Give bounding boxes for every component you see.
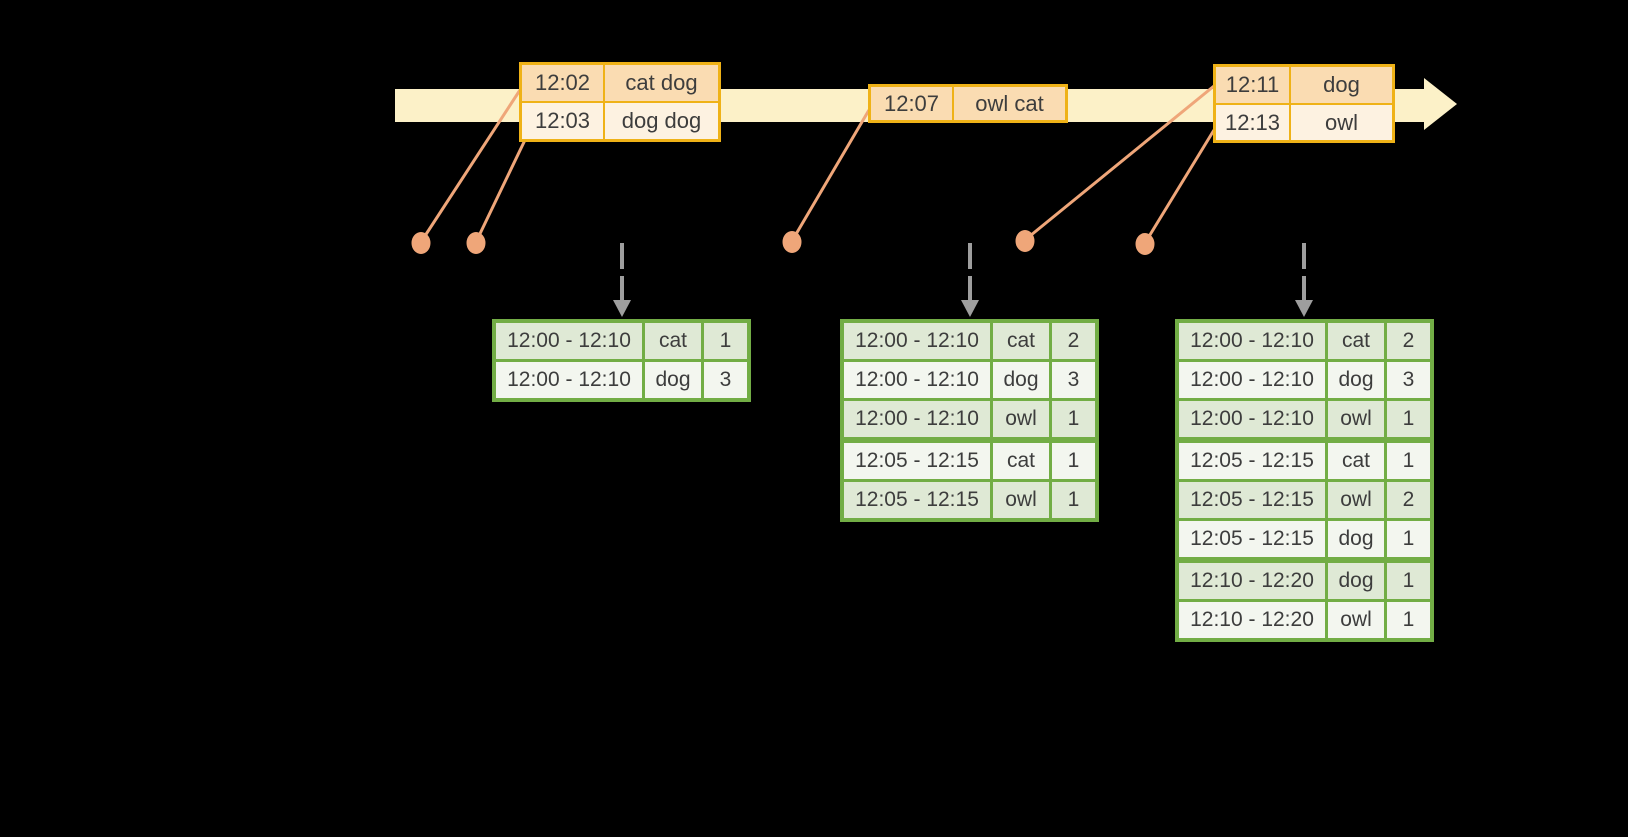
event-table-2: 12:07 owl cat: [868, 84, 1068, 123]
event-words-cell: owl: [1291, 105, 1392, 140]
window-cell: 12:00 - 12:10: [844, 401, 990, 437]
event-dot-4: [1015, 230, 1035, 252]
word-cell: owl: [993, 482, 1049, 518]
event-words-cell: cat dog: [605, 65, 718, 101]
result-row: 12:05 - 12:15 cat 1: [844, 443, 1095, 479]
event-row: 12:02 cat dog: [522, 65, 718, 101]
window-cell: 12:05 - 12:15: [1179, 521, 1325, 557]
word-cell: cat: [993, 443, 1049, 479]
word-cell: dog: [993, 362, 1049, 398]
event-connector-line-1: [419, 89, 522, 243]
window-cell: 12:00 - 12:10: [1179, 362, 1325, 398]
count-cell: 3: [704, 362, 747, 398]
event-words-cell: owl cat: [954, 87, 1065, 120]
result-row: 12:10 - 12:20 dog 1: [1179, 563, 1430, 599]
window-cell: 12:10 - 12:20: [1179, 563, 1325, 599]
word-cell: dog: [1328, 563, 1384, 599]
event-dot-3: [782, 231, 802, 253]
word-cell: dog: [1328, 362, 1384, 398]
count-cell: 2: [1387, 323, 1430, 359]
count-cell: 1: [1052, 482, 1095, 518]
event-row: 12:03 dog dog: [522, 103, 718, 139]
result-row: 12:00 - 12:10 dog 3: [496, 362, 747, 398]
word-cell: dog: [645, 362, 701, 398]
event-time-cell: 12:03: [522, 103, 603, 139]
trigger-arrow-3: [1295, 243, 1313, 317]
window-cell: 12:05 - 12:15: [844, 443, 990, 479]
event-connector-line-4: [1024, 84, 1215, 242]
event-time-cell: 12:07: [871, 87, 952, 120]
result-row: 12:00 - 12:10 cat 2: [844, 323, 1095, 359]
result-table-3: 12:00 - 12:10 cat 2 12:00 - 12:10 dog 3 …: [1175, 319, 1434, 642]
event-dot-2: [466, 232, 486, 254]
word-cell: cat: [993, 323, 1049, 359]
count-cell: 1: [1387, 521, 1430, 557]
event-time-cell: 12:11: [1216, 67, 1289, 103]
window-cell: 12:00 - 12:10: [496, 323, 642, 359]
count-cell: 1: [1387, 563, 1430, 599]
event-time-cell: 12:13: [1216, 105, 1289, 140]
event-table-3: 12:11 dog 12:13 owl: [1213, 64, 1395, 143]
word-cell: dog: [1328, 521, 1384, 557]
trigger-arrow-2: [961, 243, 979, 317]
window-cell: 12:00 - 12:10: [844, 323, 990, 359]
event-dot-5: [1135, 233, 1155, 255]
count-cell: 2: [1387, 482, 1430, 518]
result-row: 12:05 - 12:15 dog 1: [1179, 521, 1430, 557]
result-row: 12:00 - 12:10 owl 1: [844, 401, 1095, 437]
event-row: 12:13 owl: [1216, 105, 1392, 140]
result-row: 12:05 - 12:15 owl 2: [1179, 482, 1430, 518]
window-cell: 12:05 - 12:15: [1179, 482, 1325, 518]
event-row: 12:11 dog: [1216, 67, 1392, 103]
word-cell: owl: [1328, 401, 1384, 437]
event-words-cell: dog dog: [605, 103, 718, 139]
window-cell: 12:05 - 12:15: [844, 482, 990, 518]
word-cell: cat: [1328, 443, 1384, 479]
word-cell: owl: [1328, 602, 1384, 638]
event-connector-line-3: [790, 109, 871, 242]
window-cell: 12:00 - 12:10: [1179, 323, 1325, 359]
result-row: 12:00 - 12:10 dog 3: [844, 362, 1095, 398]
result-row: 12:10 - 12:20 owl 1: [1179, 602, 1430, 638]
event-row: 12:07 owl cat: [871, 87, 1065, 120]
window-cell: 12:00 - 12:10: [844, 362, 990, 398]
window-cell: 12:00 - 12:10: [1179, 401, 1325, 437]
event-table-1: 12:02 cat dog 12:03 dog dog: [519, 62, 721, 142]
word-cell: owl: [1328, 482, 1384, 518]
count-cell: 1: [1387, 602, 1430, 638]
result-table-2: 12:00 - 12:10 cat 2 12:00 - 12:10 dog 3 …: [840, 319, 1099, 522]
result-row: 12:05 - 12:15 owl 1: [844, 482, 1095, 518]
count-cell: 3: [1387, 362, 1430, 398]
window-cell: 12:00 - 12:10: [496, 362, 642, 398]
count-cell: 1: [1387, 401, 1430, 437]
count-cell: 1: [1052, 401, 1095, 437]
count-cell: 1: [704, 323, 747, 359]
event-connector-line-5: [1143, 129, 1216, 244]
count-cell: 2: [1052, 323, 1095, 359]
word-cell: owl: [993, 401, 1049, 437]
event-connector-line-2: [474, 139, 527, 243]
window-cell: 12:05 - 12:15: [1179, 443, 1325, 479]
window-cell: 12:10 - 12:20: [1179, 602, 1325, 638]
event-dot-1: [411, 232, 431, 254]
result-row: 12:05 - 12:15 cat 1: [1179, 443, 1430, 479]
word-cell: cat: [1328, 323, 1384, 359]
count-cell: 1: [1387, 443, 1430, 479]
word-cell: cat: [645, 323, 701, 359]
result-table-1: 12:00 - 12:10 cat 1 12:00 - 12:10 dog 3: [492, 319, 751, 402]
trigger-arrow-1: [613, 243, 631, 317]
result-row: 12:00 - 12:10 cat 2: [1179, 323, 1430, 359]
count-cell: 1: [1052, 443, 1095, 479]
count-cell: 3: [1052, 362, 1095, 398]
event-time-cell: 12:02: [522, 65, 603, 101]
event-words-cell: dog: [1291, 67, 1392, 103]
result-row: 12:00 - 12:10 cat 1: [496, 323, 747, 359]
result-row: 12:00 - 12:10 dog 3: [1179, 362, 1430, 398]
result-row: 12:00 - 12:10 owl 1: [1179, 401, 1430, 437]
